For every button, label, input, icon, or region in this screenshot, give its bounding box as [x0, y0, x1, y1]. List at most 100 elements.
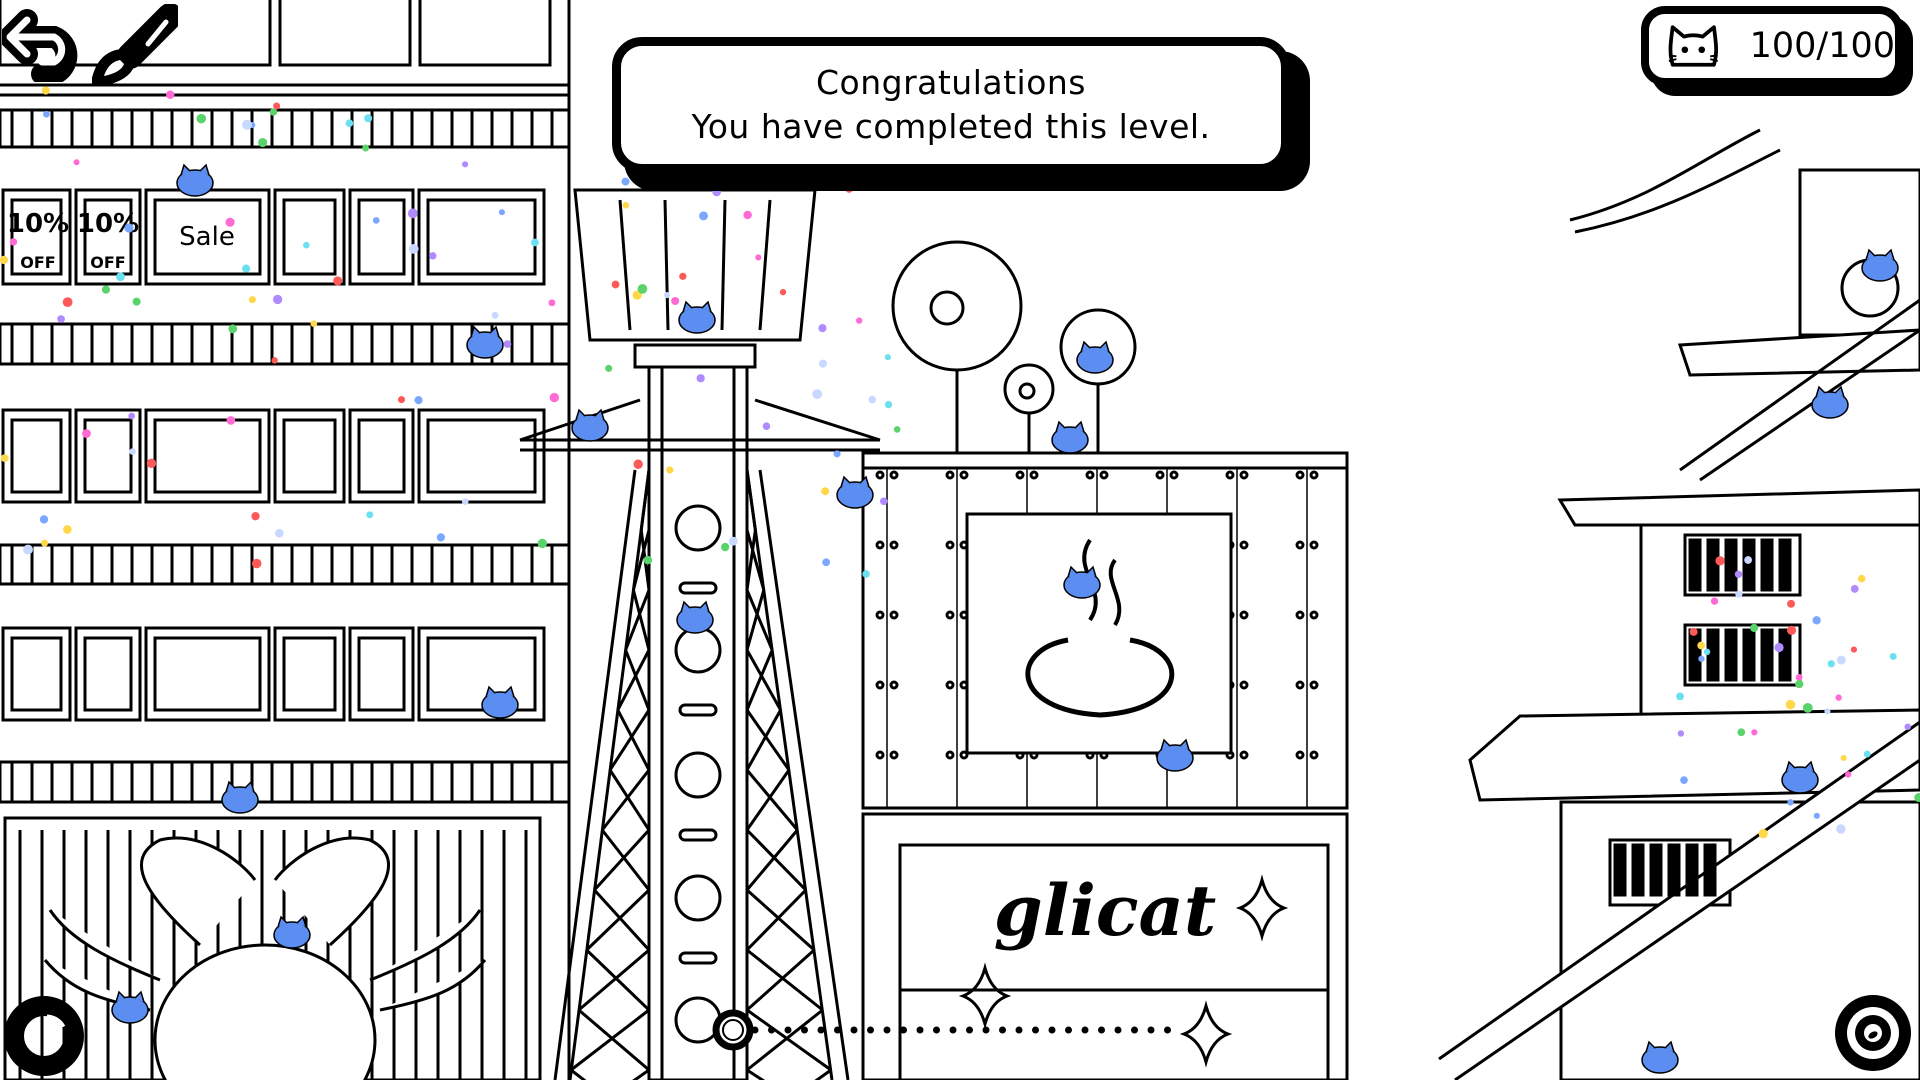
rivet	[1169, 470, 1179, 480]
zoom-slider-track-dot	[999, 1026, 1006, 1034]
hidden-cat	[678, 306, 716, 334]
confetti-star	[633, 459, 643, 469]
zoom-slider-track-dot	[1131, 1026, 1138, 1034]
window-bar	[1688, 628, 1702, 682]
window-bar	[1778, 538, 1792, 592]
zoom-slider-track-dot	[801, 1026, 808, 1034]
confetti-star	[621, 177, 630, 186]
tower-lattice	[577, 948, 824, 1012]
cats-found-value: 100/100	[1749, 26, 1895, 66]
paintbrush-button[interactable]	[91, 3, 183, 87]
zoom-slider-track-dot	[916, 1026, 924, 1034]
tower-lattice	[585, 888, 816, 952]
hidden-cat-ears	[1055, 420, 1085, 433]
confetti-star	[62, 297, 73, 308]
rivet	[1295, 540, 1305, 550]
confetti-star	[491, 311, 499, 319]
hidden-cat	[221, 786, 259, 814]
zoom-slider-knob[interactable]	[712, 1009, 754, 1051]
zoom-slider-track-dot	[867, 1026, 874, 1034]
tower-porthole	[674, 751, 722, 799]
zoom-slider-track-dot	[1065, 1026, 1072, 1034]
confetti-star	[1812, 616, 1821, 625]
shop-window-frame	[282, 418, 337, 494]
rivet	[1099, 470, 1109, 480]
tower-slot	[678, 581, 718, 595]
confetti-star	[822, 558, 831, 567]
confetti-star	[821, 487, 830, 496]
confetti-star	[146, 458, 157, 469]
rivet	[945, 750, 955, 760]
sale-sign: Sale	[179, 222, 235, 252]
confetti-star	[1824, 708, 1831, 715]
hidden-cat	[571, 414, 609, 442]
confetti-star	[372, 217, 380, 224]
confetti-star	[310, 320, 318, 327]
tower-lattice	[570, 1008, 832, 1072]
confetti-star	[1735, 590, 1743, 598]
zoom-slider[interactable]	[712, 1009, 1171, 1051]
shop-window-frame	[10, 636, 63, 712]
hidden-cat-ears	[1645, 1040, 1675, 1053]
zoom-slider-track-dot	[784, 1026, 792, 1034]
confetti-star	[225, 217, 235, 227]
hint-button[interactable]	[3, 995, 85, 1077]
confetti-star	[1698, 655, 1705, 662]
rivet	[1015, 470, 1025, 480]
confetti-star	[128, 412, 135, 420]
confetti-star	[0, 454, 9, 463]
glicat-logo: glicat	[994, 869, 1216, 952]
tower-slot	[678, 828, 718, 842]
shop-window-frame	[10, 198, 63, 276]
confetti-star	[1703, 648, 1711, 656]
confetti-star	[643, 555, 653, 565]
cats-found-counter: 100/100	[1641, 6, 1913, 96]
hidden-cat	[481, 691, 519, 719]
confetti-star	[429, 252, 437, 260]
confetti-star	[1715, 556, 1725, 566]
shop-window	[144, 626, 271, 722]
zoom-slider-track-dot	[1032, 1026, 1039, 1034]
confetti-star	[272, 294, 283, 305]
confetti-star	[549, 392, 560, 403]
window-bar	[1778, 628, 1792, 682]
hidden-cat-ears	[225, 780, 255, 793]
tower-lattice	[639, 469, 757, 531]
confetti-star	[884, 354, 891, 361]
rivet	[1155, 470, 1165, 480]
rivet	[959, 470, 969, 480]
hidden-cat	[1076, 346, 1114, 374]
hidden-cat-ears	[1160, 738, 1190, 751]
window-bar	[1706, 538, 1720, 592]
confetti-star	[1836, 655, 1846, 665]
rivet	[875, 750, 885, 760]
settings-button[interactable]	[1832, 992, 1914, 1074]
rivet	[945, 540, 955, 550]
window-bar	[1706, 628, 1720, 682]
rivet	[889, 470, 899, 480]
window-bar	[1724, 628, 1738, 682]
zoom-slider-track-dot	[900, 1026, 907, 1034]
window-bar	[1613, 843, 1627, 897]
confetti-star	[622, 201, 630, 209]
window-bar	[1685, 843, 1699, 897]
confetti-star	[1677, 730, 1685, 737]
rivet	[889, 680, 899, 690]
back-button[interactable]	[0, 2, 88, 85]
rivet	[1295, 750, 1305, 760]
confetti-star	[762, 422, 771, 430]
confetti-star	[503, 340, 512, 348]
confetti-star	[414, 396, 423, 405]
window-bar	[1760, 538, 1774, 592]
confetti-star	[868, 395, 877, 404]
shop-window	[417, 626, 546, 722]
confetti-star	[1697, 641, 1706, 650]
confetti-star	[116, 272, 125, 282]
gear-icon	[1835, 995, 1911, 1071]
confetti-star	[637, 284, 648, 294]
confetti-star	[1710, 597, 1719, 605]
confetti-star	[196, 113, 207, 124]
paintbrush-icon	[91, 3, 183, 87]
shutter-strip	[0, 322, 571, 366]
